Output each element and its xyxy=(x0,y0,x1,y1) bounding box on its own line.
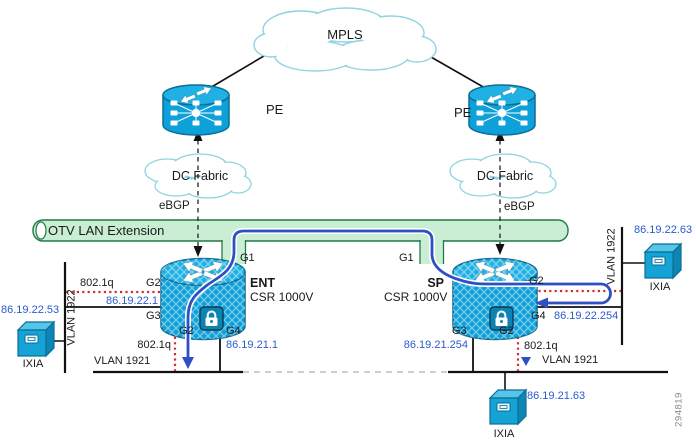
ent-port-g4: G4 xyxy=(226,325,241,337)
vlan1921-right-label: VLAN 1921 xyxy=(542,354,599,366)
ent-port-g1: G1 xyxy=(240,252,255,264)
dc-fabric-right-label: DC Fabric xyxy=(476,169,534,183)
sp-name: SP xyxy=(427,276,444,290)
otv-bar-label: OTV LAN Extension xyxy=(48,223,165,238)
ent-port-g2-bottom: G2 xyxy=(179,325,194,337)
dc-fabric-left-label: DC Fabric xyxy=(171,169,229,183)
mpls-cloud-label: MPLS xyxy=(327,27,363,42)
ixia-bottom-ip: 86.19.21.63 xyxy=(527,390,586,402)
lan-wires xyxy=(46,227,668,393)
ixia-right-name: IXIA xyxy=(649,281,671,293)
sp-trunk-bottom-label: 802.1q xyxy=(524,340,558,352)
sp-ip-vlan1922: 86.19.22.254 xyxy=(554,310,619,322)
otv-bar-left-cap xyxy=(35,221,47,240)
path-arrow-down-vlan1921 xyxy=(521,357,531,366)
ent-trunk-bottom-label: 802.1q xyxy=(137,339,171,351)
mpls-pe-links xyxy=(202,52,493,93)
ebgp-links xyxy=(197,140,501,248)
sp-port-g3: G3 xyxy=(452,325,467,337)
sp-ip-vlan1921: 86.19.21.254 xyxy=(403,339,468,351)
link-mpls-pe-right xyxy=(423,52,493,93)
ebgp-right-label: eBGP xyxy=(504,201,535,213)
path-arrow-into-sp xyxy=(535,297,548,309)
path-arrow-down-ent xyxy=(182,357,194,369)
ixia-bottom-name: IXIA xyxy=(493,428,515,440)
ent-port-g2-left: G2 xyxy=(146,277,161,289)
link-mpls-pe-left xyxy=(202,52,270,93)
otv-traffic-path xyxy=(182,228,614,369)
sp-port-g2-bottom: G2 xyxy=(499,325,514,337)
ent-ip-vlan1922: 86.19.22.1 xyxy=(106,295,158,307)
mpls-cloud xyxy=(253,7,437,72)
sp-model: CSR 1000V xyxy=(384,290,448,304)
ixia-right-ip: 86.19.22.63 xyxy=(634,224,693,236)
vlan1921-left-label: VLAN 1921 xyxy=(94,355,151,367)
ent-csr1000v-icon xyxy=(160,257,246,341)
sp-csr1000v-icon xyxy=(452,257,538,341)
ebgp-left-label: eBGP xyxy=(159,200,190,212)
ent-model: CSR 1000V xyxy=(250,290,314,304)
sp-port-g4: G4 xyxy=(531,310,546,322)
vlan1922-right-label: VLAN 1922 xyxy=(605,228,618,285)
sp-port-g2-right: G2 xyxy=(529,275,544,287)
pe-left-label: PE xyxy=(266,102,284,117)
ixia-left-ip: 86.19.22.53 xyxy=(1,304,60,316)
ixia-left-name: IXIA xyxy=(22,358,44,370)
ent-port-g3: G3 xyxy=(146,310,161,322)
ent-trunk-left-label: 802.1q xyxy=(80,277,114,289)
figure-id-label: 294819 xyxy=(673,392,685,427)
sp-port-g1: G1 xyxy=(399,252,414,264)
pe-right-label: PE xyxy=(454,105,472,120)
ent-ip-vlan1921: 86.19.21.1 xyxy=(226,339,278,351)
pe-router-left-icon xyxy=(162,83,230,136)
ent-name: ENT xyxy=(250,276,275,290)
vlan1922-left-label: VLAN 1922 xyxy=(65,289,78,346)
pe-router-right-icon xyxy=(468,83,536,136)
